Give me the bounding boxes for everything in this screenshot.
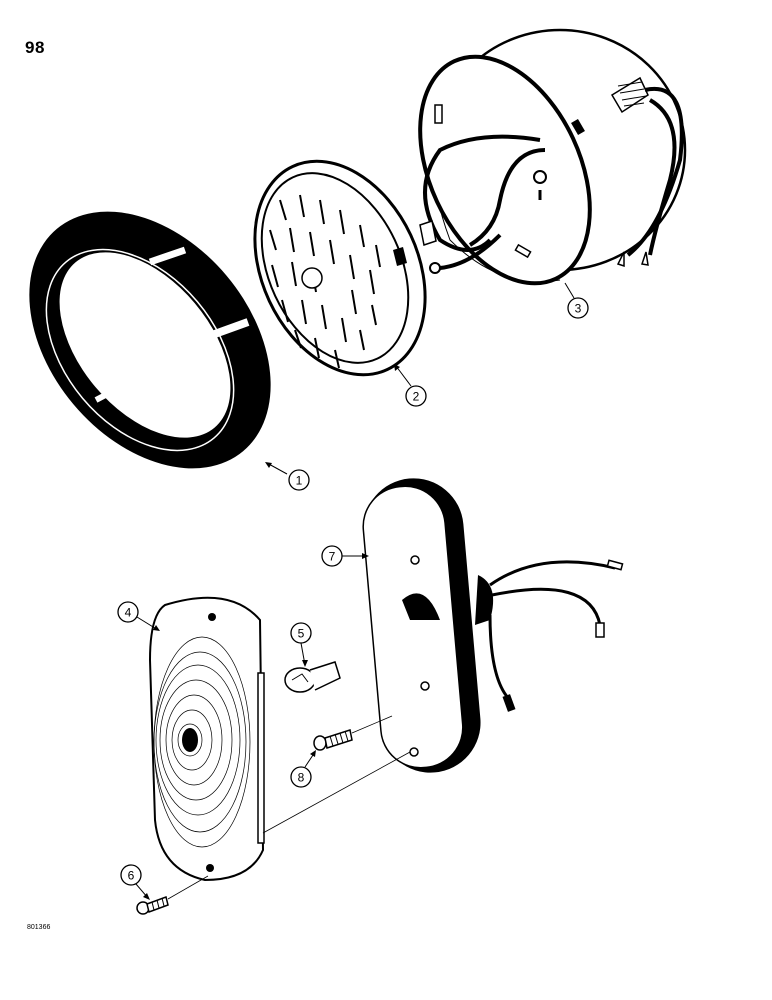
callout-1: 1 [265, 462, 310, 491]
callout-label: 8 [298, 771, 305, 785]
callout-label: 2 [413, 390, 420, 404]
bulb [284, 661, 341, 693]
lens-screw [136, 875, 209, 915]
callout-label: 6 [128, 869, 135, 883]
bezel-ring [29, 211, 271, 469]
callout-label: 7 [329, 550, 336, 564]
callout-label: 3 [575, 302, 582, 316]
figure-code: 801366 [27, 924, 51, 931]
callout-3: 3 [564, 282, 589, 319]
housing-screw [313, 715, 393, 751]
callout-6: 6 [120, 864, 150, 900]
callout-5: 5 [290, 622, 312, 667]
tail-lamp-housing [362, 478, 624, 773]
callout-4: 4 [117, 601, 160, 631]
callout-8: 8 [290, 750, 316, 788]
sealed-beam-lamp [253, 159, 437, 377]
headlamp-housing [418, 28, 687, 286]
assembly-line [262, 751, 411, 834]
callout-label: 1 [296, 474, 303, 488]
callout-label: 5 [298, 627, 305, 641]
callout-2: 2 [394, 364, 427, 407]
tail-lamp-lens [148, 596, 265, 882]
page-number: 98 [25, 38, 45, 57]
callout-label: 4 [125, 606, 132, 620]
callout-7: 7 [321, 545, 369, 567]
